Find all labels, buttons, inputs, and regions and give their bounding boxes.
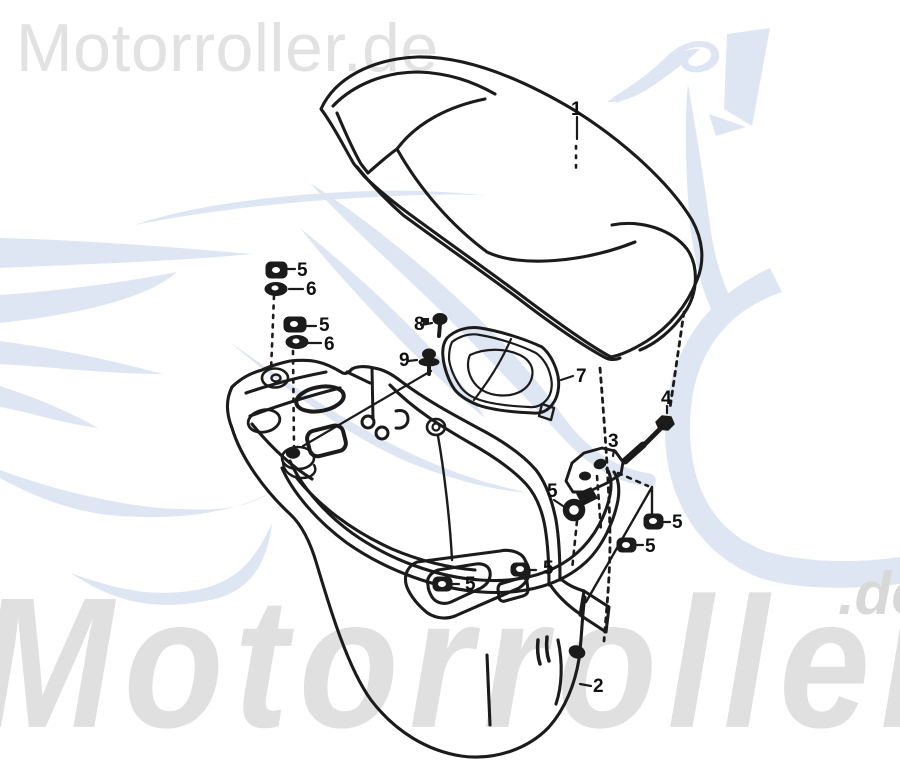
svg-text:5: 5 xyxy=(319,315,330,336)
svg-text:7: 7 xyxy=(576,366,587,387)
svg-text:8: 8 xyxy=(414,314,425,335)
svg-text:4: 4 xyxy=(661,388,672,409)
svg-text:6: 6 xyxy=(324,334,335,355)
svg-text:5: 5 xyxy=(645,536,656,557)
svg-text:5: 5 xyxy=(465,574,476,595)
svg-text:Motorroller: Motorroller xyxy=(0,560,900,767)
svg-text:5: 5 xyxy=(543,558,554,579)
svg-text:9: 9 xyxy=(399,350,410,371)
svg-text:.de: .de xyxy=(838,560,900,627)
svg-text:3: 3 xyxy=(608,431,619,452)
svg-text:6: 6 xyxy=(306,279,317,300)
svg-text:5: 5 xyxy=(547,481,558,502)
svg-text:5: 5 xyxy=(297,260,308,281)
svg-text:5: 5 xyxy=(672,512,683,533)
svg-text:2: 2 xyxy=(593,676,604,697)
svg-text:1: 1 xyxy=(571,99,582,120)
svg-text:Motorroller.de: Motorroller.de xyxy=(16,10,439,86)
